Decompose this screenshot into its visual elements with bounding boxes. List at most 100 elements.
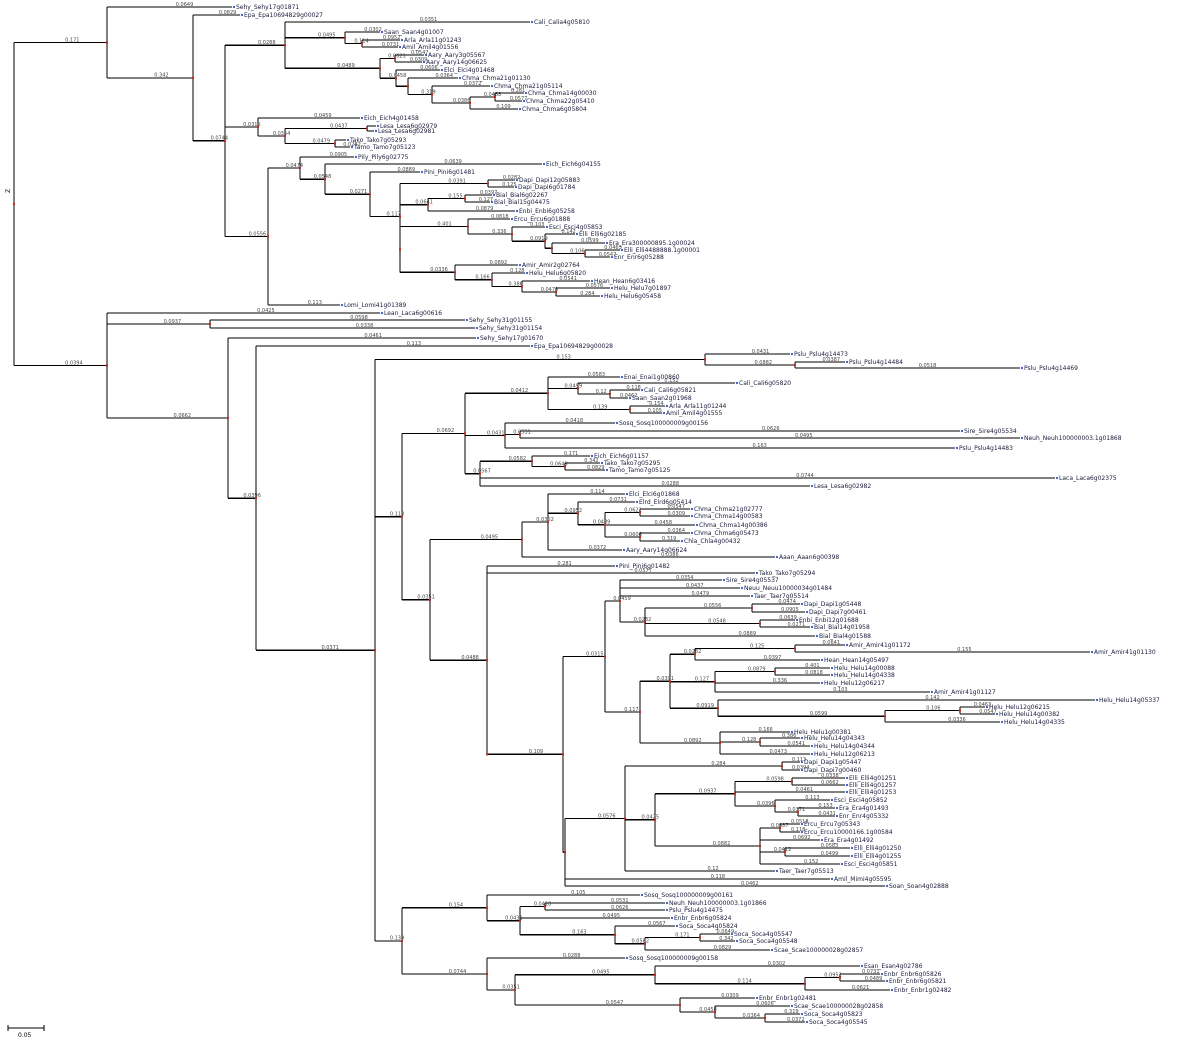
branch-length-label: 0.128 [742,737,756,743]
tip-label: Helu_Helu14g04335 [1004,719,1065,726]
tip-label: Helu_Helu14g05337 [1099,697,1160,704]
tip-label: Pslu_Pslu4g14484 [849,359,903,366]
branch-length-label: 0.0576 [598,813,616,819]
branch-length-label: 0.0577 [634,568,652,574]
branch-length-label: 0.103 [833,687,847,693]
tip-label: Aary_Aary14g06624 [626,547,687,554]
branch-length-label: 0.0639 [444,159,462,165]
tip-dot [524,91,528,95]
branch-length-label: 0.113 [407,341,421,347]
branch-length-label: 0.0577 [510,96,527,102]
tip-dot [590,454,594,458]
tip-label: Cali_Calia4g05810 [534,19,590,26]
internal-node-marker [464,197,466,200]
tip-dot [575,232,579,236]
branch-length-label: 0.0437 [686,583,704,589]
tip-label: Lesa_Lesa6g02981 [378,128,435,135]
tip-label: Epa_Epa10694829g00027 [244,12,323,19]
branch-length-label: 0.0418 [534,901,552,907]
branch-length-label: 0.106 [570,248,584,254]
branch-length-label: 0.0488 [484,92,502,98]
internal-node-marker [407,85,409,88]
branch-length-label: 0.105 [571,890,585,896]
internal-node-marker [531,460,533,463]
tip-label: Helu_Helu14g04338 [834,672,895,679]
tip-label: Chma_Chma14g00583 [694,513,763,520]
internal-node-marker [639,711,641,714]
internal-node-marker [334,142,336,145]
tip-label: Helu_Helu14g00382 [999,711,1060,718]
tip-dot [740,586,744,590]
branch-length-label: 0.0649 [176,2,194,8]
tip-dot [670,916,674,920]
tip-dot [354,155,358,159]
scale-bar-label: 0.05 [18,1032,32,1039]
branch-length-label: 0.0394 [792,765,810,771]
internal-node-marker [714,680,716,683]
internal-node-marker [564,851,566,854]
branch-length-label: 0.0919 [696,703,714,709]
branch-length-label: 0.0431 [487,430,505,436]
internal-node-marker [644,942,646,945]
tip-dot [424,53,428,57]
tip-label: Pslu_Pslu4g14475 [669,907,723,914]
tip-label: Dapi_Dapi7g00460 [804,767,861,774]
branch-length-label: 0.114 [738,979,752,985]
branch-length-label: 0.0282 [684,649,702,655]
branch-length-label: 0.0518 [791,819,809,825]
tip-dot [522,99,526,103]
internal-node-marker [504,434,506,437]
tip-dot [830,666,834,670]
branch-length-label: 0.0937 [164,319,182,325]
internal-node-marker [379,67,381,70]
internal-node-marker [564,465,566,468]
tip-dot [722,578,726,582]
tip-dot [690,514,694,518]
tip-label: Lean_Laca6g00616 [384,310,442,317]
tip-label: Helu_Helu1g00381 [794,729,851,736]
branch-length-label: 0.117 [387,211,401,217]
branch-length-label: 0.0462 [620,393,638,399]
tip-label: Bial_Bial14g01958 [814,624,870,631]
internal-node-marker [299,167,301,170]
tip-dot [840,862,844,866]
branch-length-label: 0.0744 [796,473,814,479]
internal-node-marker [719,742,721,744]
internal-node-marker [399,248,401,251]
branch-length-label: 0.0548 [708,618,726,624]
tip-dot [845,776,849,780]
branch-length-label: 0.281 [511,88,525,94]
branch-length-label: 0.0351 [420,17,438,23]
tip-dot [810,484,814,488]
branch-length-label: 0.0541 [559,276,577,282]
branch-length-label: 0.0387 [771,823,789,829]
tip-label: Soca_Soca4g05545 [809,1019,868,1026]
branch-length-label: 0.0829 [714,945,732,951]
tip-dot [622,548,626,552]
branch-length-label: 0.0309 [668,511,686,517]
internal-node-marker [734,792,736,795]
tip-label: Bial_Bial15g04475 [494,199,550,206]
tip-dot [422,60,426,64]
branch-length-label: 0.153 [818,803,832,809]
tip-label: Enai_Enai1g00860 [624,374,680,381]
branch-length-label: 0.0829 [587,465,605,471]
branch-length-label: 0.0567 [648,921,666,927]
tip-dot [662,411,666,415]
branch-length-label: 0.125 [502,182,516,188]
branch-length-label: 0.0463 [974,702,992,708]
tip-dot [815,634,819,638]
tip-dot [800,768,804,772]
internal-node-marker [344,36,346,39]
tip-label: Soca_Soca4g05824 [679,923,738,930]
tip-label: Elli_Elli4g01255 [854,853,901,860]
tip-label: Dapi_Dapi12g05883 [519,177,580,184]
branch-length-label: 0.0639 [779,615,797,621]
branch-length-label: 0.118 [390,511,404,517]
internal-node-marker [324,178,326,181]
tip-label: Chma_Chma14g00030 [528,90,597,97]
tip-dot [518,107,522,111]
branch-length-label: 0.0892 [490,260,508,266]
internal-node-marker [547,521,549,523]
tip-label: Helu_Helu7g01897 [614,285,671,292]
